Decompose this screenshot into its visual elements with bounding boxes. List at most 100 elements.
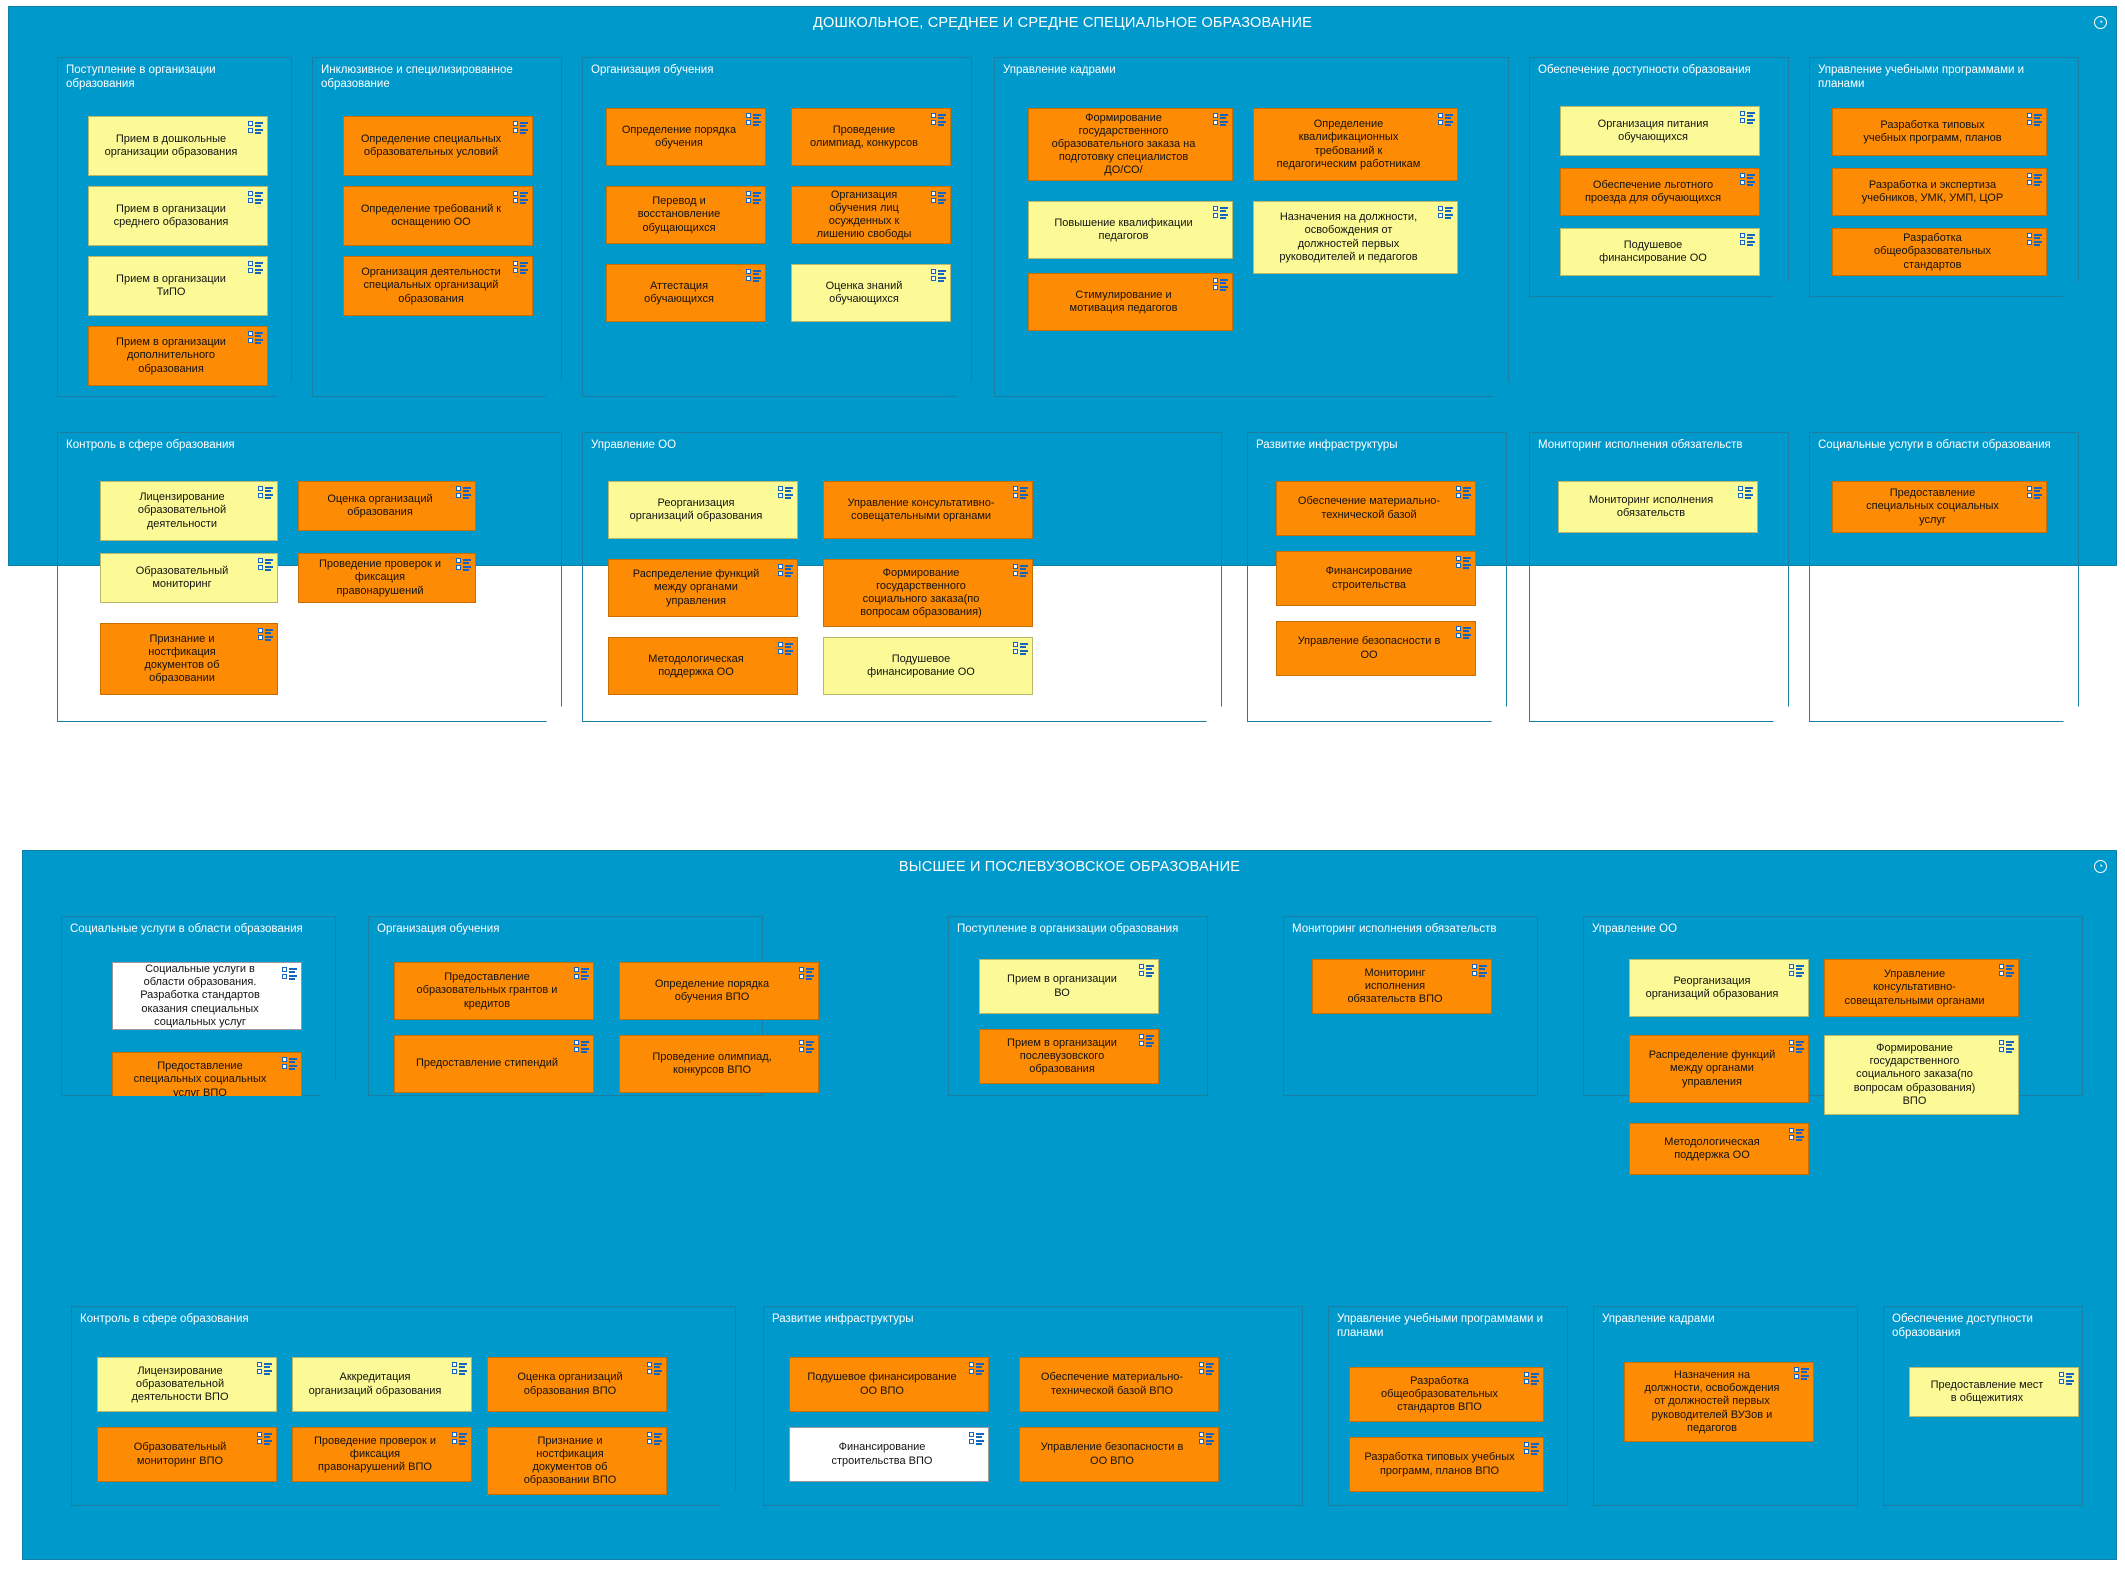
capability-node[interactable]: Определение специальных образовательных …	[343, 116, 533, 176]
capability-node[interactable]: Обеспечение материально- технической баз…	[1019, 1357, 1219, 1412]
capability-node[interactable]: Финансирование строительства ВПО	[789, 1427, 989, 1482]
capability-node[interactable]: Предоставление стипендий	[394, 1035, 594, 1093]
capability-node[interactable]: Проведение олимпиад, конкурсов	[791, 108, 951, 166]
capability-node[interactable]: Разработка общеобразовательных стандарто…	[1349, 1367, 1544, 1422]
section-collapse-icon[interactable]: ◔	[2094, 16, 2107, 29]
capability-node[interactable]: Мониторинг и контроль предоставления спе…	[112, 1137, 302, 1199]
capability-node[interactable]: Стимулирование и мотивация педагогов	[1028, 273, 1233, 331]
capability-node[interactable]: Назначения на должности, освобождения от…	[1624, 1362, 1814, 1442]
capability-group-g-inclusive-school[interactable]: Инклюзивное и специлизированное образова…	[312, 57, 562, 397]
capability-node[interactable]: Мониторинг исполнения обязательств	[1558, 481, 1758, 533]
capability-node[interactable]: Оценка организаций образования ВПО	[487, 1357, 667, 1412]
section-collapse-icon[interactable]: ◔	[2094, 860, 2107, 873]
capability-node[interactable]: Подушевое финансирование ОО ВПО	[789, 1357, 989, 1412]
capability-node[interactable]: Прием в организации среднего образования	[88, 186, 268, 246]
capability-node[interactable]: Управление безопасности в ОО ВПО	[1019, 1427, 1219, 1482]
capability-node[interactable]: Организация деятельности специальных орг…	[343, 256, 533, 316]
capability-node[interactable]: Формирование государственного социальног…	[823, 559, 1033, 627]
capability-node[interactable]: Разработка типовых учебных программ, пла…	[1349, 1437, 1544, 1492]
capability-node[interactable]: Подушевое финансирование ОО	[1560, 228, 1760, 276]
capability-node-label: Проведение проверок и фиксация правонару…	[319, 558, 441, 597]
capability-node[interactable]: Предоставление мест в общежитиях	[1909, 1367, 2079, 1417]
capability-node[interactable]: Подушевое финансирование ОО	[823, 637, 1033, 695]
capability-node[interactable]: Прием в организации ВО	[979, 959, 1159, 1014]
capability-node[interactable]: Обеспечение льготного проезда для обучаю…	[1560, 168, 1760, 216]
capability-node[interactable]: Реорганизация организаций образования	[1629, 959, 1809, 1017]
capability-list-icon	[1013, 486, 1028, 499]
capability-group-title: Социальные услуги в области образования	[70, 923, 303, 935]
capability-node[interactable]: Разработка типовых учебных программ, пла…	[1832, 108, 2047, 156]
capability-node[interactable]: Прием в дошкольные организации образован…	[88, 116, 268, 176]
capability-list-icon	[1199, 1362, 1214, 1375]
capability-node[interactable]: Лицензирование образовательной деятельно…	[97, 1357, 277, 1412]
capability-node[interactable]: Проведение проверок и фиксация правонару…	[298, 553, 476, 603]
capability-node[interactable]: Управление консультативно- совещательным…	[823, 481, 1033, 539]
capability-group-g-uchprogrammy-higher[interactable]: Управление учебными программами и планам…	[1328, 1306, 1568, 1506]
capability-node[interactable]: Реорганизация организаций образования	[608, 481, 798, 539]
capability-node[interactable]: Лицензирование образовательной деятельно…	[100, 481, 278, 541]
capability-node[interactable]: Методологическая поддержка ОО	[1629, 1123, 1809, 1175]
capability-node[interactable]: Признание и ностфикация документов об об…	[100, 623, 278, 695]
capability-node[interactable]: Аккредитация организаций образования	[292, 1357, 472, 1412]
capability-list-icon	[1213, 206, 1228, 219]
capability-node[interactable]: Предоставление специальных социальных ус…	[112, 1052, 302, 1108]
capability-node-label: Финансирование строительства	[1325, 565, 1413, 591]
capability-node[interactable]: Распределение функций между органами упр…	[1629, 1035, 1809, 1103]
capability-node[interactable]: Социальные услуги в области образования.…	[112, 962, 302, 1030]
capability-node[interactable]: Организация обучения лиц осужденных к ли…	[791, 186, 951, 244]
capability-node[interactable]: Финансирование строительства	[1276, 551, 1476, 606]
capability-group-g-uchprogrammy-school[interactable]: Управление учебными программами и планам…	[1809, 57, 2079, 297]
capability-node-label: Проведение олимпиад, конкурсов ВПО	[652, 1050, 772, 1076]
capability-node[interactable]: Разработка и экспертиза учебников, УМК, …	[1832, 168, 2047, 216]
capability-node[interactable]: Перевод и восстановление обущающихся	[606, 186, 766, 244]
capability-node[interactable]: Определение квалификационных требований …	[1253, 108, 1458, 181]
capability-node[interactable]: Оценка знаний обучающихся	[791, 264, 951, 322]
capability-node[interactable]: Определение порядка обучения	[606, 108, 766, 166]
capability-node[interactable]: Проведение проверок и фиксация правонару…	[292, 1427, 472, 1482]
capability-node[interactable]: Оценка организаций образования	[298, 481, 476, 531]
capability-node[interactable]: Распределение функций между органами упр…	[608, 559, 798, 617]
capability-node[interactable]: Организация питания обучающихся	[1560, 106, 1760, 156]
capability-node[interactable]: Управление консультативно- совещательным…	[1824, 959, 2019, 1017]
capability-node[interactable]: Формирование государственного социальног…	[1824, 1035, 2019, 1115]
capability-node[interactable]: Прием в организации ТиПО	[88, 256, 268, 316]
capability-node[interactable]: Предоставление специальных социальных ус…	[1832, 481, 2047, 533]
capability-node[interactable]: Проведение олимпиад, конкурсов ВПО	[619, 1035, 819, 1093]
capability-node[interactable]: Определение требований к оснащению ОО	[343, 186, 533, 246]
capability-node[interactable]: Методологическая поддержка ОО	[608, 637, 798, 695]
capability-node[interactable]: Повышение квалификации педагогов	[1028, 201, 1233, 259]
capability-node[interactable]: Обеспечение материально- технической баз…	[1276, 481, 1476, 536]
capability-node[interactable]: Разработка общеобразовательных стандарто…	[1832, 228, 2047, 276]
capability-node[interactable]: Образовательный мониторинг ВПО	[97, 1427, 277, 1482]
capability-node[interactable]: Управление безопасности в ОО	[1276, 621, 1476, 676]
capability-node[interactable]: Прием в организации дополнительного обра…	[88, 326, 268, 386]
capability-node[interactable]: Предоставление образовательных грантов и…	[394, 962, 594, 1020]
capability-node[interactable]: Мониторинг исполнения обязательств ВПО	[1312, 959, 1492, 1014]
capability-node[interactable]: Прием в организации послевузовского обра…	[979, 1029, 1159, 1084]
capability-node[interactable]: Формирование государственного образовате…	[1028, 108, 1233, 181]
capability-node[interactable]: Признание и ностфикация документов об об…	[487, 1427, 667, 1495]
capability-group-title: Контроль в сфере образования	[80, 1313, 249, 1325]
capability-node[interactable]: Назначения на должности, освобождения от…	[1253, 201, 1458, 274]
capability-node[interactable]: Аттестация обучающихся	[606, 264, 766, 322]
capability-node[interactable]: Определение порядка обучения ВПО	[619, 962, 819, 1020]
capability-node[interactable]: Образовательный мониторинг	[100, 553, 278, 603]
